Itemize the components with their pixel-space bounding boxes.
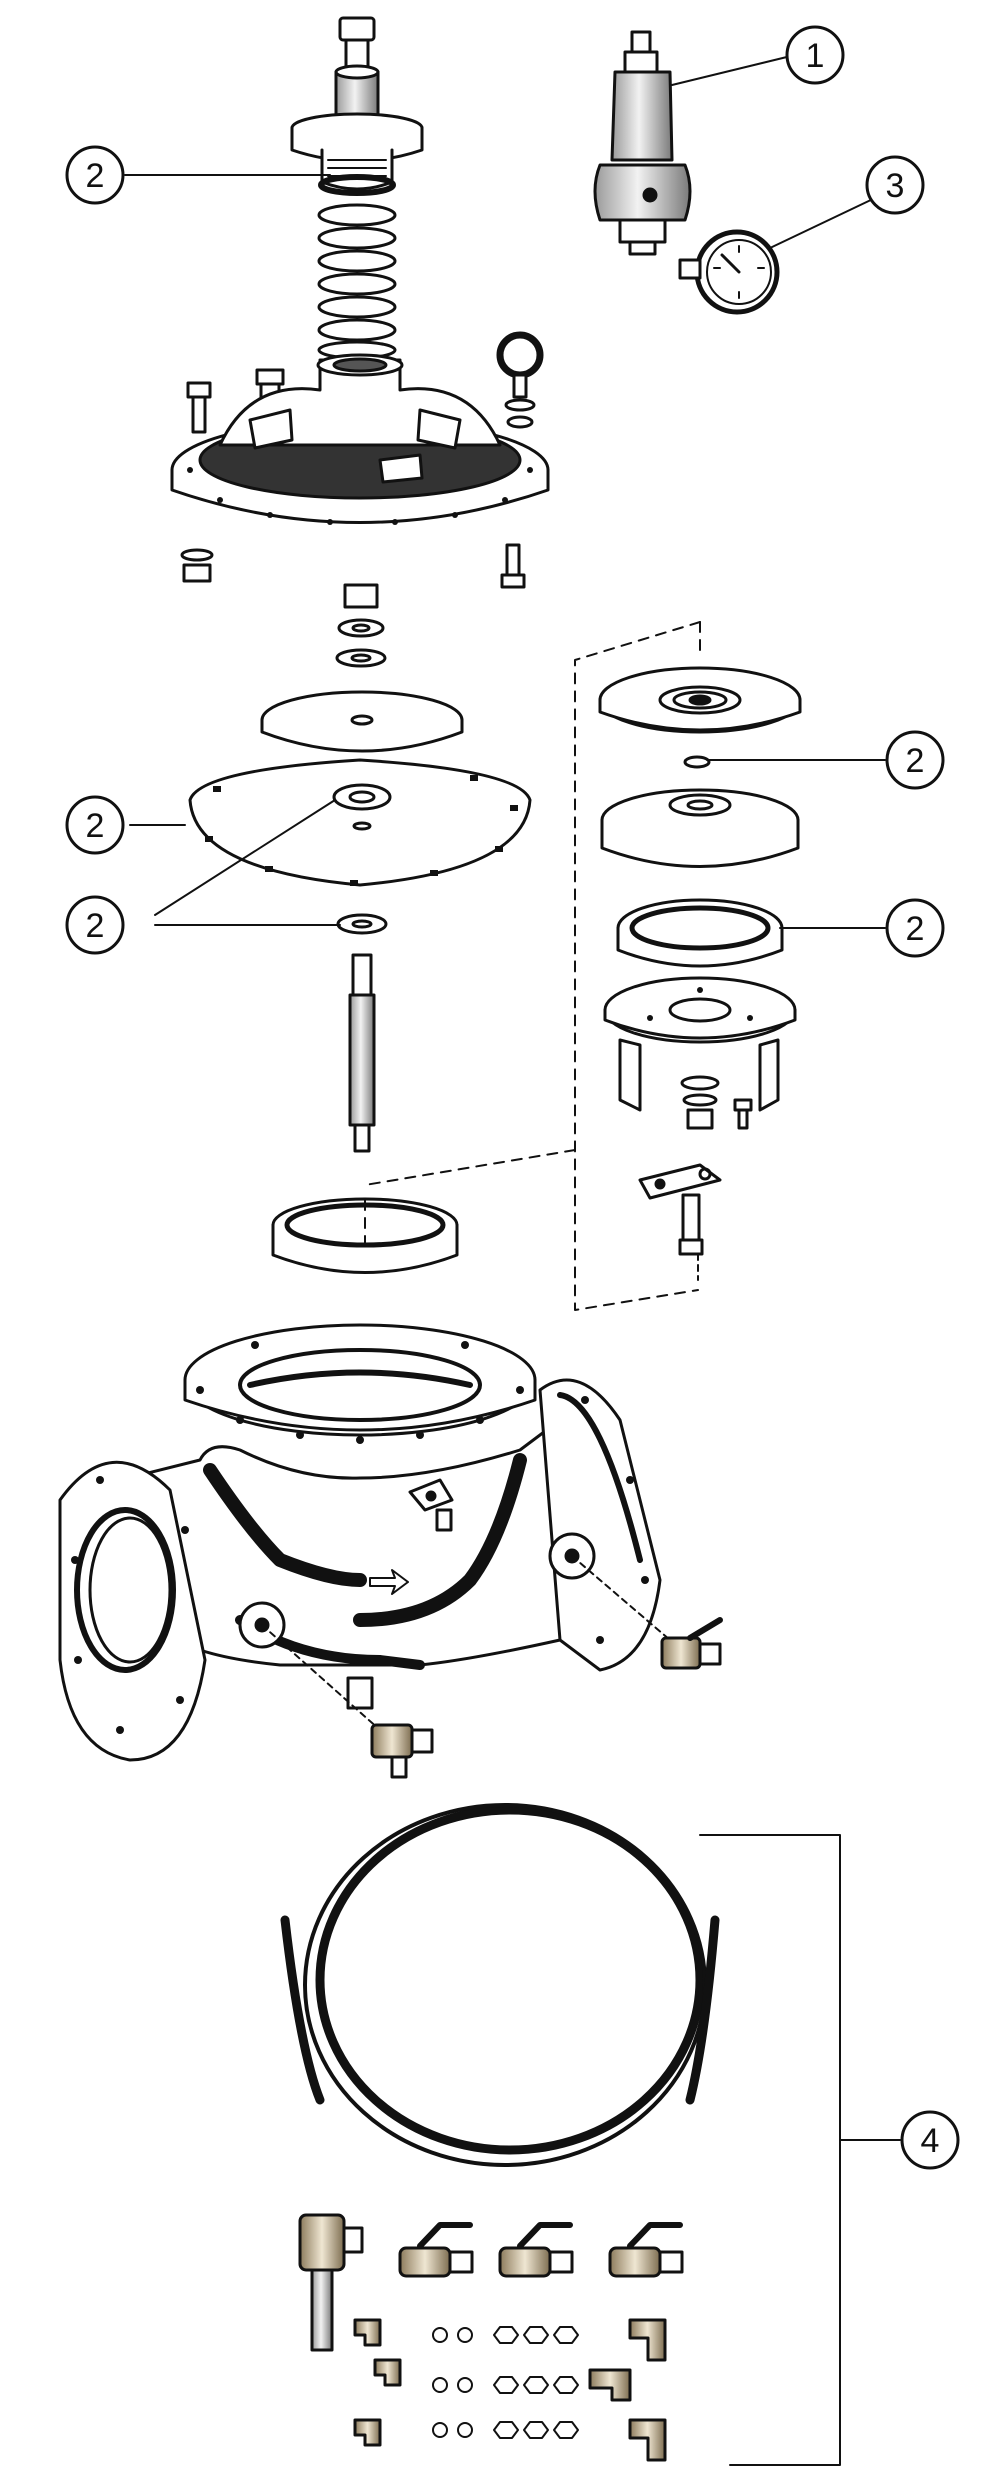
spider-guide-icon [603,976,797,1112]
svg-text:2: 2 [86,157,105,195]
bonnet-cap-icon [290,112,424,191]
pressure-pilot-icon [593,30,796,256]
kit-bracket-lines [699,1834,901,2466]
svg-text:1: 1 [806,37,825,75]
diaphragm-icon [188,758,532,887]
pressure-gauge-icon [678,197,876,315]
fastener-set-icon [638,1075,753,1281]
tubing-coil-icon [280,1803,720,2167]
fittings-icon [298,2213,684,2462]
svg-text:4: 4 [921,2122,940,2160]
small-o-ring-icon [683,755,711,769]
callout-2-guide-ring: 2 [885,898,945,958]
callout-4: 4 [900,2110,960,2170]
svg-text:2: 2 [86,807,105,845]
lifting-eye-icon [496,331,544,429]
valve-body-icon [58,1323,662,1762]
o-ring-icon [318,174,396,196]
svg-text:2: 2 [86,907,105,945]
ball-valve-fitting-icon [261,1555,723,1779]
callout-3: 3 [865,155,925,215]
diaphragm-plate-icon [260,690,464,753]
nut-icon [343,583,379,609]
washer-icon [335,618,387,668]
callout-1: 1 [785,25,845,85]
svg-text:2: 2 [906,910,925,948]
svg-text:2: 2 [906,742,925,780]
stem-icon [348,953,376,1153]
callout-2-bonnet: 2 [65,145,125,205]
callout-2-washers: 2 [65,895,125,955]
washer-nut-icon [180,543,526,589]
seal-washer-icon [336,913,388,935]
callout-2-o-ring: 2 [885,730,945,790]
dashed-guide-lines [364,621,701,1311]
svg-text:3: 3 [886,167,905,205]
adjusting-screw-icon [334,16,380,124]
piston-plate-icon [600,788,800,868]
guide-ring-icon [616,898,784,968]
upper-diaphragm-icon [598,666,802,734]
upper-cover-icon [170,353,550,525]
spring-icon [317,203,397,360]
leader-lines [124,174,886,929]
bolt-icon [186,381,212,434]
callout-2-diaphragm: 2 [65,795,125,855]
